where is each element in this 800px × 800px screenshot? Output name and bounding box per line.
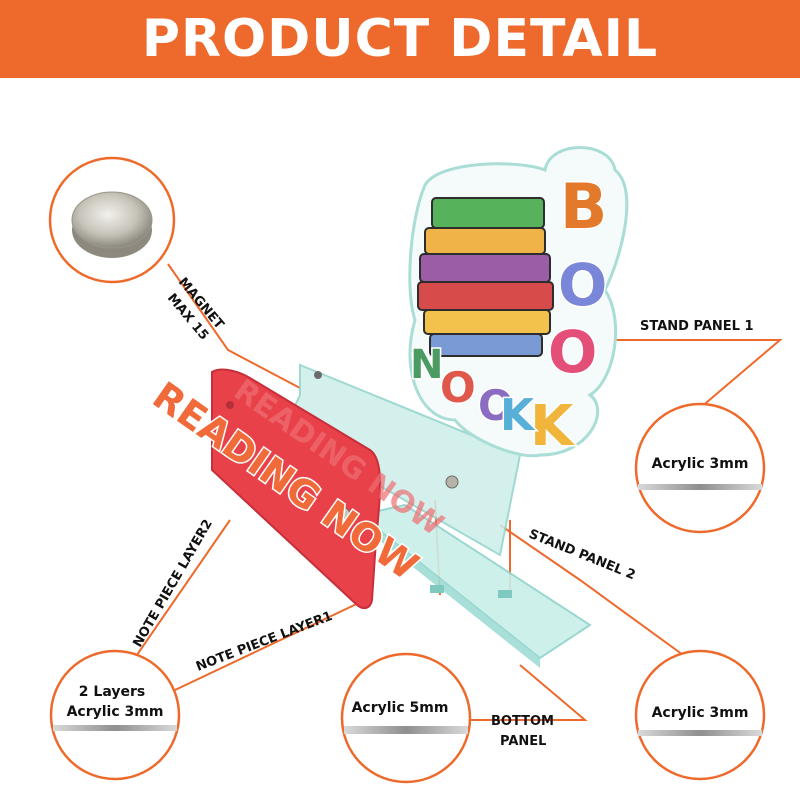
acrylic-edge-sample	[638, 730, 762, 736]
note-piece-layer1-label: NOTE PIECE LAYER1	[194, 609, 335, 675]
magnet-leader-line	[167, 263, 301, 389]
acrylic-edge-sample	[344, 726, 468, 734]
bottom-panel-label-line2: PANEL	[500, 734, 546, 749]
books-illustration	[417, 197, 554, 357]
letter-k: K	[530, 394, 576, 459]
header-banner: PRODUCT DETAIL	[0, 0, 800, 78]
letter-o: O	[548, 318, 597, 386]
stand-panel-1-material: Acrylic 3mm	[652, 456, 749, 472]
bottom-panel-material-circle: Acrylic 5mm	[340, 652, 472, 784]
letter-o: O	[478, 381, 514, 430]
bottom-panel-slot	[430, 585, 444, 593]
stand-panel-1-label: STAND PANEL 1	[640, 319, 754, 334]
note-piece-material: Acrylic 3mm	[67, 704, 164, 720]
note-piece-layer1-part	[211, 368, 382, 610]
letter-b: B	[560, 170, 607, 243]
stand-panel-2-material-circle: Acrylic 3mm	[634, 649, 766, 781]
magnet-hole	[226, 401, 234, 409]
acrylic-edge-sample	[638, 484, 762, 490]
letter-o: O	[558, 251, 607, 319]
magnet-hole	[314, 371, 322, 379]
bottom-panel-part	[357, 503, 592, 668]
letter-k: K	[500, 390, 536, 441]
bottom-panel-material: Acrylic 5mm	[352, 700, 449, 716]
stand-panel-1-leader-line	[600, 339, 783, 409]
note-piece-layers: 2 Layers	[79, 684, 145, 700]
stand-letters: B O O K N O O K	[409, 169, 609, 461]
letter-n: N	[410, 342, 443, 388]
stand-panel-1-part: B O O K N O O K	[408, 146, 629, 461]
letter-o: O	[440, 363, 476, 412]
bottom-panel-leader-line	[470, 664, 588, 721]
bottom-panel-label-line1: BOTTOM	[491, 714, 554, 729]
stand-panel-2-material: Acrylic 3mm	[652, 705, 749, 721]
stand-panel-1-material-circle: Acrylic 3mm	[634, 402, 766, 534]
magnet-dot	[333, 506, 351, 524]
note-layer2-leader-line	[129, 519, 231, 666]
note-piece-layer2-label: NOTE PIECE LAYER2	[130, 517, 215, 650]
magnet-detail-circle	[48, 156, 176, 284]
magnet-dot	[445, 475, 459, 489]
stand-panel-2-leader-line	[499, 524, 691, 661]
magnet-icon	[71, 191, 153, 249]
bottom-panel-slot	[498, 590, 512, 598]
note-layer1-leader-line	[174, 599, 366, 691]
acrylic-edge-sample	[53, 725, 177, 731]
note-piece-material-circle: 2 Layers Acrylic 3mm	[49, 649, 181, 781]
page-title: PRODUCT DETAIL	[141, 9, 659, 69]
